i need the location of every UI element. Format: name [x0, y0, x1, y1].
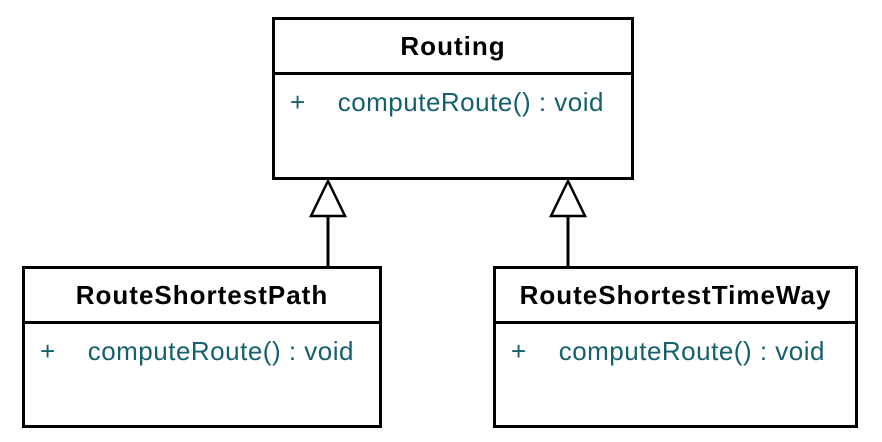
generalization-routeshortesttimeway-to-routing: [549, 178, 587, 266]
methods-compartment-routeshortesttimeway: + computeRoute() : void: [496, 324, 855, 425]
method-signature: computeRoute() : void: [337, 87, 604, 117]
method-row: + computeRoute() : void: [275, 87, 631, 118]
class-box-routeshortestpath: RouteShortestPath + computeRoute() : voi…: [22, 266, 382, 428]
inheritance-triangle-icon: [549, 178, 587, 218]
methods-compartment-routing: + computeRoute() : void: [275, 75, 631, 177]
method-row: + computeRoute() : void: [496, 336, 855, 367]
method-visibility: +: [511, 336, 527, 366]
class-name-routing: Routing: [275, 20, 631, 75]
method-signature: computeRoute() : void: [87, 336, 354, 366]
inheritance-triangle-icon: [309, 178, 347, 218]
class-name-routeshortestpath: RouteShortestPath: [25, 269, 379, 324]
class-box-routeshortesttimeway: RouteShortestTimeWay + computeRoute() : …: [493, 266, 858, 428]
method-row: + computeRoute() : void: [25, 336, 379, 367]
class-name-routeshortesttimeway: RouteShortestTimeWay: [496, 269, 855, 324]
generalization-routeshortestpath-to-routing: [309, 178, 347, 266]
class-box-routing: Routing + computeRoute() : void: [272, 17, 634, 180]
methods-compartment-routeshortestpath: + computeRoute() : void: [25, 324, 379, 425]
method-signature: computeRoute() : void: [558, 336, 825, 366]
method-visibility: +: [290, 87, 306, 117]
method-visibility: +: [40, 336, 56, 366]
